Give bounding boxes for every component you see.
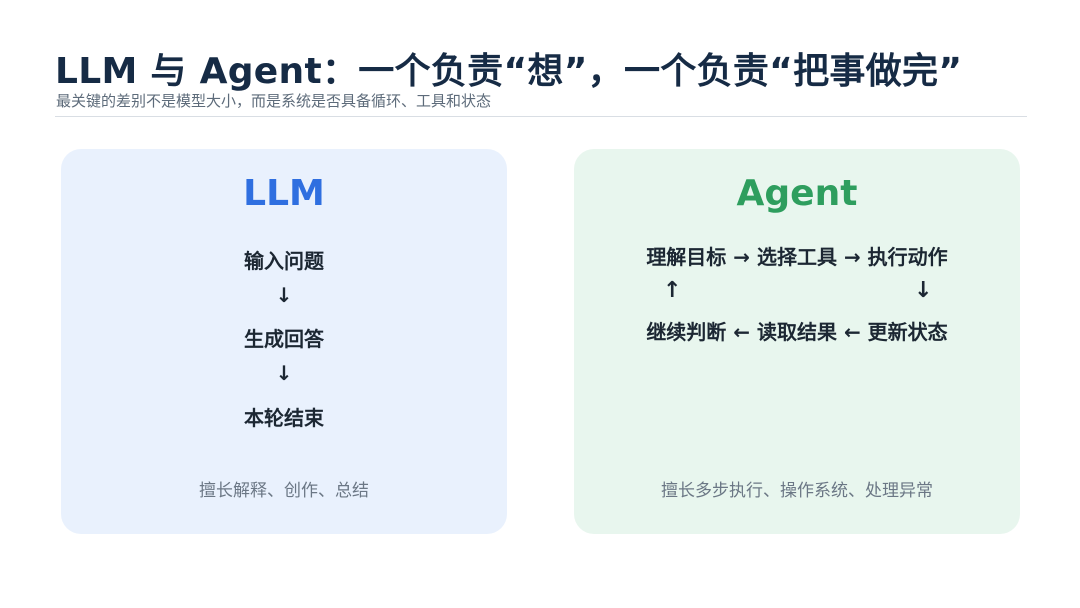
agent-flow-row-bottom: 继续判断 ← 读取结果 ← 更新状态: [646, 320, 948, 344]
agent-card-footer: 擅长多步执行、操作系统、处理异常: [661, 481, 933, 501]
llm-card-heading: LLM: [243, 173, 325, 214]
llm-arrow-down-icon: ↓: [275, 361, 293, 385]
llm-arrow-down-icon: ↓: [275, 283, 293, 307]
agent-card-heading: Agent: [736, 173, 858, 214]
llm-card-footer: 擅长解释、创作、总结: [199, 481, 369, 501]
header-divider: [55, 116, 1027, 117]
agent-flow-row-top: 理解目标 → 选择工具 → 执行动作: [646, 245, 948, 269]
llm-step-generate: 生成回答: [244, 327, 324, 351]
agent-arrow-up-icon: ↑: [663, 278, 682, 303]
page-title: LLM 与 Agent：一个负责“想”，一个负责“把事做完”: [55, 51, 963, 92]
agent-card: Agent 理解目标 → 选择工具 → 执行动作 ↑ ↓ 继续判断 ← 读取结果…: [574, 149, 1020, 534]
page-subtitle: 最关键的差别不是模型大小，而是系统是否具备循环、工具和状态: [56, 92, 492, 110]
llm-card: LLM 输入问题 ↓ 生成回答 ↓ 本轮结束 擅长解释、创作、总结: [61, 149, 507, 534]
agent-arrow-down-icon: ↓: [914, 278, 933, 303]
llm-step-input: 输入问题: [244, 249, 324, 273]
llm-step-end: 本轮结束: [244, 406, 324, 430]
